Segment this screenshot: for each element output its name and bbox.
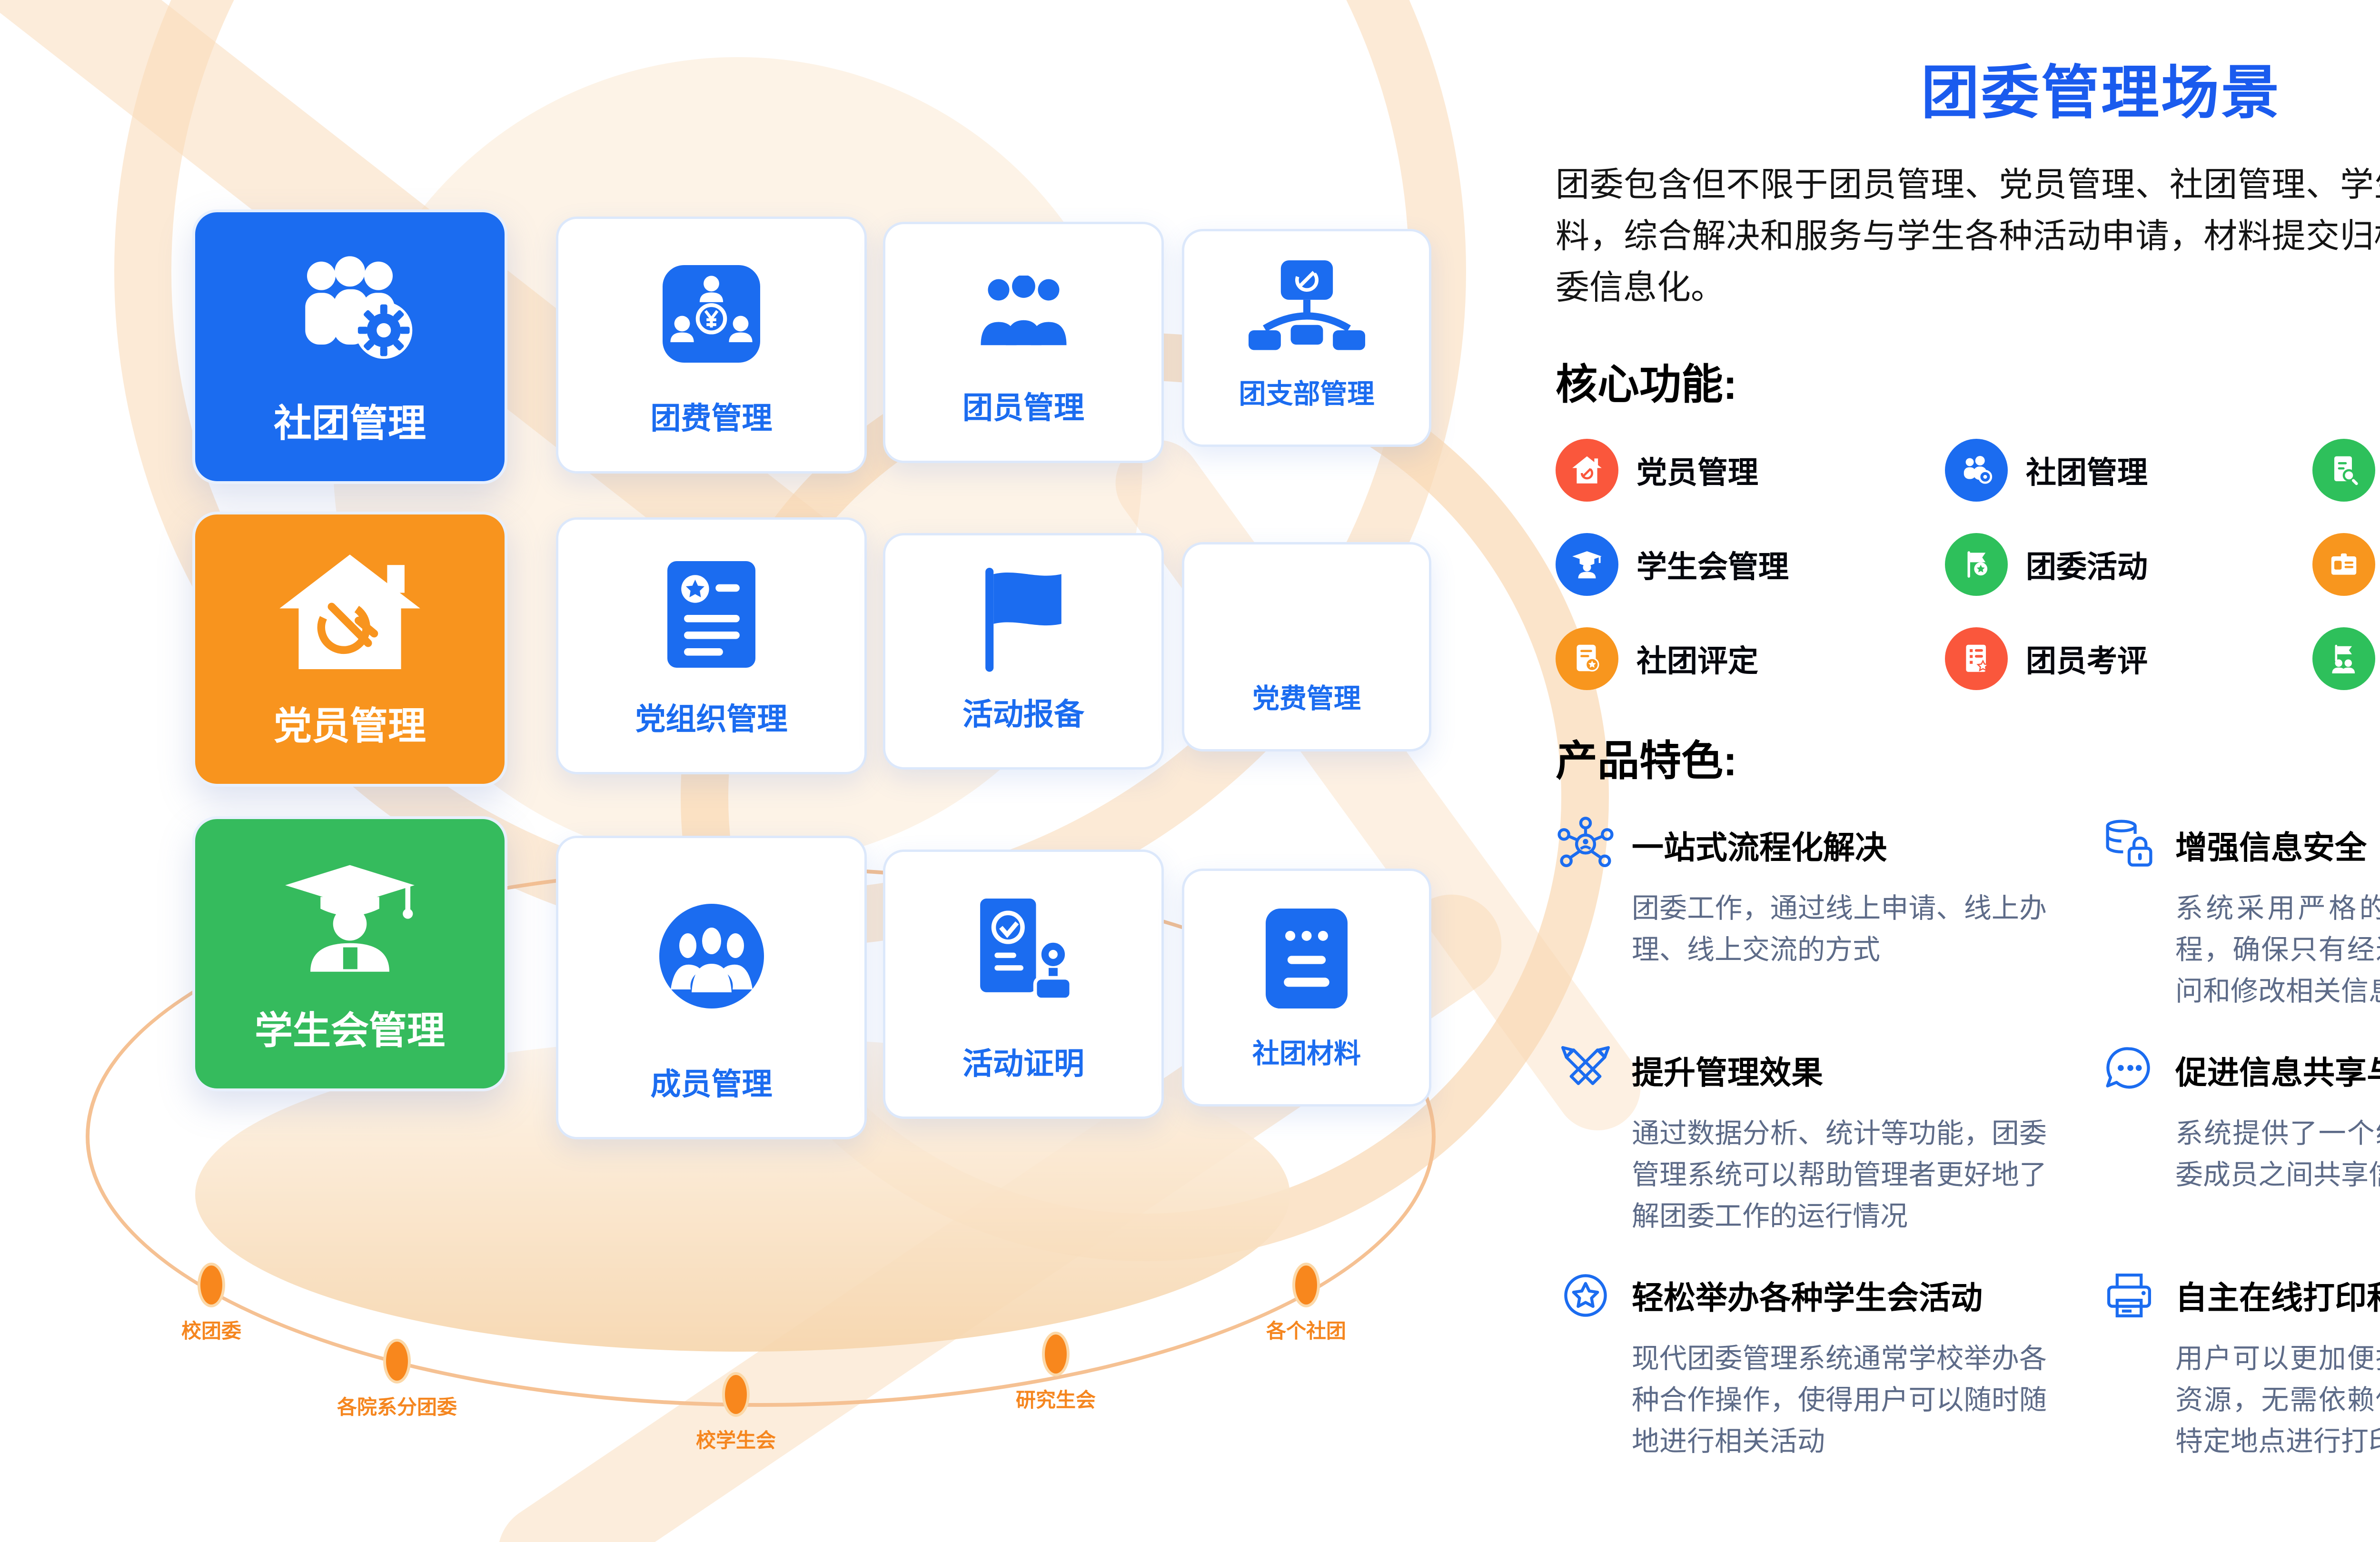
org-doc-icon (558, 520, 864, 695)
orbit-node-label: 研究生会 (1015, 1389, 1096, 1411)
list-star-icon (1945, 627, 2008, 690)
orbit-node-department-leagues: 各院系分团委 (337, 1339, 457, 1420)
branch-org-icon (1184, 231, 1429, 372)
card-label: 党费管理 (1252, 683, 1361, 714)
feature-management-effect: 提升管理效果 通过数据分析、统计等功能，团委管理系统可以帮助管理者更好地了解团委… (1556, 1040, 2099, 1237)
card-league-member-management: 团员管理 (883, 222, 1164, 463)
people-gear-icon (195, 212, 505, 393)
card-activity-certificate: 活动证明 (883, 850, 1164, 1119)
core-item-member-info: 团员信息管理 (2312, 627, 2380, 690)
orbit-node-graduate-union: 研究生会 (1016, 1332, 1096, 1413)
card-label: 团支部管理 (1239, 379, 1375, 409)
member-circle-icon (558, 838, 864, 1060)
orbit-dot-icon (1292, 1263, 1320, 1307)
graduate-icon (195, 819, 505, 1000)
core-functions-grid: 党员管理 社团管理 团委资料 学生会管理 (1556, 438, 2380, 690)
card-label: 成员管理 (650, 1067, 773, 1101)
card-activity-report: 活动报备 (883, 533, 1164, 770)
flag-icon (885, 535, 1161, 690)
card-club-materials: 社团材料 (1182, 869, 1431, 1107)
card-label: 学生会管理 (255, 1009, 445, 1052)
orbit-node-school-student-union: 校学生会 (696, 1372, 776, 1453)
core-item-club: 社团管理 (1945, 438, 2312, 502)
no-icon (1184, 544, 1429, 677)
feature-info-security: 增强信息安全 系统采用严格的权限控制和审批流程，确保只有经过授权的人员才能访问和… (2099, 815, 2380, 1012)
core-item-party-member: 党员管理 (1556, 438, 1945, 502)
orbit-node-label: 校学生会 (695, 1429, 776, 1452)
feature-one-stop: 一站式流程化解决 团委工作，通过线上申请、线上办理、线上交流的方式 (1556, 815, 2099, 1012)
orbit-node-clubs: 各个社团 (1266, 1263, 1346, 1344)
page-title: 团委管理场景 (1921, 60, 2281, 125)
card-party-member-management: 党员管理 (192, 512, 507, 787)
card-label: 党组织管理 (635, 702, 788, 736)
graduate-icon (1556, 533, 1618, 596)
card-club-management: 社团管理 (192, 209, 507, 484)
card-label: 党员管理 (274, 705, 426, 747)
star-badge-icon (1556, 1265, 1616, 1325)
orbit-dot-icon (1041, 1332, 1070, 1376)
card-party-fee-management: 党费管理 (1182, 542, 1431, 751)
party-house-icon (195, 514, 505, 695)
orbit-dot-icon (722, 1372, 750, 1417)
database-lock-icon (2099, 815, 2159, 875)
core-item-membership-transfer: 团籍转移 (2312, 533, 2380, 596)
card-label: 团员管理 (962, 391, 1084, 425)
core-item-club-rating: 社团评定 (1556, 627, 1945, 690)
card-label: 活动证明 (962, 1047, 1084, 1081)
core-item-student-union: 学生会管理 (1556, 533, 1945, 596)
card-member-management: 成员管理 (556, 836, 867, 1139)
core-item-member-appraisal: 团员考评 (1945, 627, 2312, 690)
pencils-icon (1556, 1040, 1616, 1100)
card-league-branch-management: 团支部管理 (1182, 229, 1431, 447)
features-grid: 一站式流程化解决 团委工作，通过线上申请、线上办理、线上交流的方式 增强信息安全… (1556, 815, 2380, 1462)
core-functions-heading: 核心功能: (1556, 360, 1737, 408)
house-icon (1556, 438, 1618, 502)
right-panel: 团委管理场景 团委包含但不限于团员管理、党员管理、社团管理、学生会管理，团委资料… (1556, 46, 2380, 1462)
orbit-dot-icon (383, 1339, 411, 1384)
card-label: 社团材料 (1252, 1038, 1361, 1069)
chat-bubble-icon (2099, 1040, 2159, 1100)
id-card-icon (2312, 533, 2375, 596)
stamp-doc-icon (885, 852, 1161, 1039)
people-gear-icon (1945, 438, 2008, 502)
intro-paragraph: 团委包含但不限于团员管理、党员管理、社团管理、学生会管理，团委资料，综合解决和服… (1556, 166, 2380, 306)
printer-icon (2099, 1265, 2159, 1325)
card-league-fee-management: 团费管理 (556, 217, 867, 474)
orbit-node-school-league: 校团委 (181, 1263, 241, 1344)
card-label: 团费管理 (650, 401, 773, 435)
core-item-activities: 团委活动 (1945, 533, 2312, 596)
flag-star-icon (1945, 533, 2008, 596)
feature-online-printing: 自主在线打印和下载团委材料 用户可以更加便捷地获取和使用这些资源，无需依赖传统的… (2099, 1265, 2380, 1462)
fee-org-icon (558, 219, 864, 394)
materials-icon (1184, 871, 1429, 1032)
doc-star-icon (1556, 627, 1618, 690)
doc-search-icon (2312, 438, 2375, 502)
card-label: 社团管理 (274, 402, 426, 445)
feature-easy-events: 轻松举办各种学生会活动 现代团委管理系统通常学校举办各种合作操作，使得用户可以随… (1556, 1265, 2099, 1462)
orbit-dot-icon (197, 1263, 225, 1307)
card-party-org-management: 党组织管理 (556, 517, 867, 774)
orbit-node-label: 各院系分团委 (337, 1396, 457, 1418)
network-icon (1556, 815, 1616, 875)
members-icon (885, 224, 1161, 384)
features-heading: 产品特色: (1556, 737, 1737, 784)
card-label: 活动报备 (962, 697, 1084, 731)
orbit-node-label: 各个社团 (1266, 1320, 1347, 1342)
core-item-materials: 团委资料 (2312, 438, 2380, 502)
card-student-union-management: 学生会管理 (192, 816, 507, 1091)
feature-info-sharing: 促进信息共享与沟通 系统提供了一个统一的平台，方便团委成员之间共享信息、交流经验 (2099, 1040, 2380, 1237)
orbit-node-label: 校团委 (181, 1320, 242, 1342)
flag-people-icon (2312, 627, 2375, 690)
